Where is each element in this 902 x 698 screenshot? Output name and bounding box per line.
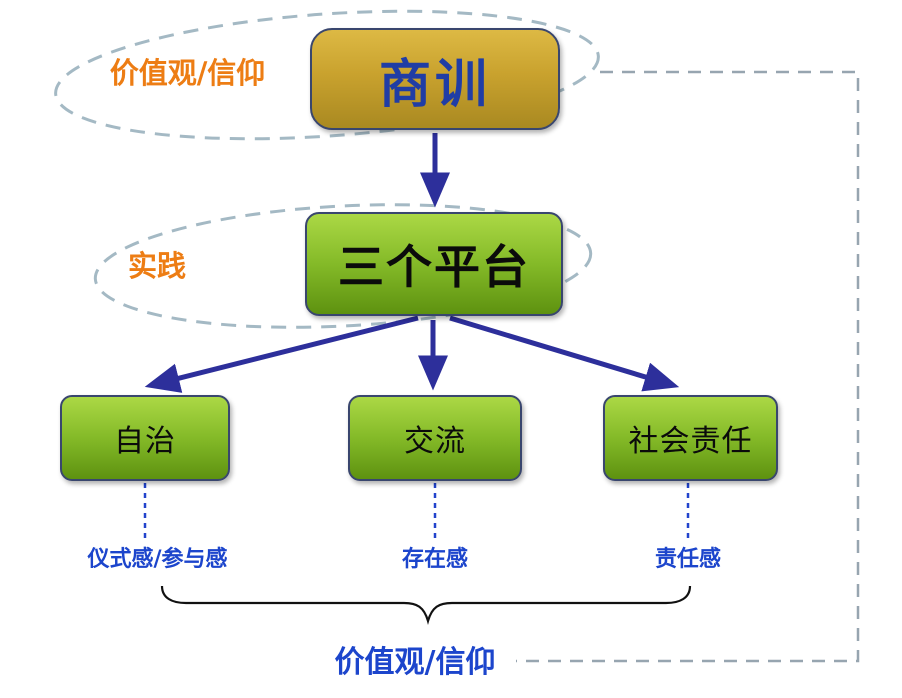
node-zizhi-label: 自治 [114,424,176,459]
values-belief-ellipse [54,9,600,141]
node-sangeplatform-label: 三个平台 [338,240,530,294]
practice-label: 实践 [127,249,186,283]
sub-label-yishigan: 仪式感/参与感 [87,547,228,572]
node-jiaoliu-label: 交流 [404,424,466,459]
node-sangeplatform: 三个平台 [305,212,563,316]
practice-ellipse [93,203,593,329]
node-shehuizeren-label: 社会责任 [628,424,753,459]
feedback-loop-dashed-line [516,70,860,663]
node-shangxun: 商训 [310,28,560,130]
values-belief-top-label: 价值观/信仰 [109,56,266,90]
node-shangxun-label: 商训 [378,54,491,115]
arrow-middle-to-shehuizeren [449,315,680,392]
node-zizhi: 自治 [60,395,230,481]
node-jiaoliu: 交流 [348,395,522,481]
arrow-middle-to-zizhi [144,315,419,393]
values-belief-bottom-label: 价值观/信仰 [334,645,496,680]
sub-label-zerengan: 责任感 [654,547,721,572]
gathering-brace [160,585,692,625]
node-shehuizeren: 社会责任 [603,395,778,481]
sub-label-cunzaigan: 存在感 [401,547,468,572]
